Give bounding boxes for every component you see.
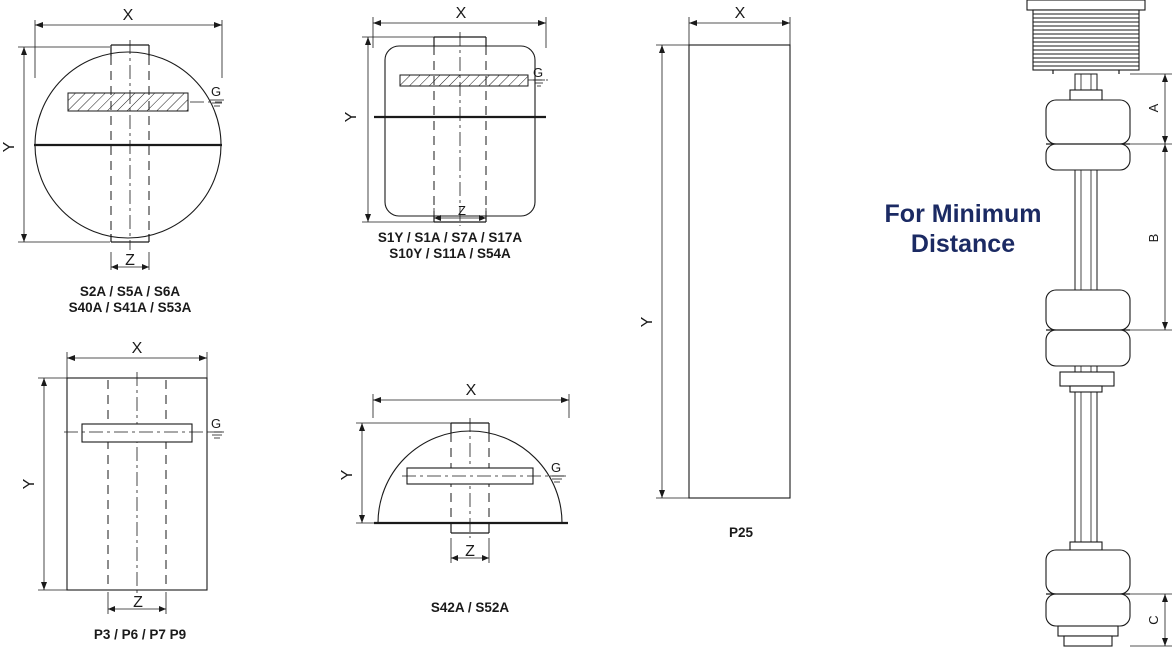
- caption-round-2: S40A / S41A / S53A: [69, 300, 192, 315]
- dim-g-label: G: [533, 65, 543, 80]
- dim-y-label: Y: [639, 316, 656, 327]
- dim-z-label: Z: [465, 543, 475, 560]
- float-half-round-drawing: X Y G Z: [339, 382, 570, 563]
- caption-square-1: S1Y / S1A / S7A / S17A: [378, 230, 523, 245]
- float-tall-drawing: X Y: [639, 5, 791, 499]
- float-switch-assembly: A B C: [1026, 0, 1172, 647]
- float-round-drawing: X Y G Z: [1, 7, 224, 270]
- dim-g-label: G: [211, 84, 221, 99]
- caption-half-round: S42A / S52A: [431, 600, 510, 615]
- dim-x-label: X: [456, 5, 467, 22]
- dim-a-label: A: [1146, 103, 1161, 112]
- dim-z-label: Z: [125, 252, 135, 269]
- dim-y-label: Y: [339, 469, 356, 480]
- note-line-1: For Minimum: [885, 200, 1042, 228]
- caption-round-1: S2A / S5A / S6A: [80, 284, 181, 299]
- dim-y-label: Y: [1, 141, 18, 152]
- dim-x-label: X: [466, 382, 477, 399]
- dim-x-label: X: [735, 5, 746, 22]
- dim-g-label: G: [551, 460, 561, 475]
- note-line-2: Distance: [911, 230, 1015, 258]
- dim-g-label: G: [211, 416, 221, 431]
- dim-b-label: B: [1146, 234, 1161, 243]
- dim-c-label: C: [1146, 615, 1161, 624]
- dim-y-label: Y: [343, 111, 360, 122]
- dim-x-label: X: [123, 7, 134, 24]
- dim-y-label: Y: [21, 478, 38, 489]
- dim-z-label: Z: [133, 594, 143, 611]
- caption-cylinder-1: P3 / P6 / P7 P9: [94, 627, 186, 642]
- caption-square-2: S10Y / S11A / S54A: [389, 246, 511, 261]
- dim-x-label: X: [132, 340, 143, 357]
- caption-tall: P25: [729, 525, 754, 540]
- dim-z-label: Z: [458, 203, 466, 218]
- float-cylinder-drawing: X Y G Z: [21, 340, 224, 614]
- float-square-drawing: X Y G Z: [343, 5, 548, 226]
